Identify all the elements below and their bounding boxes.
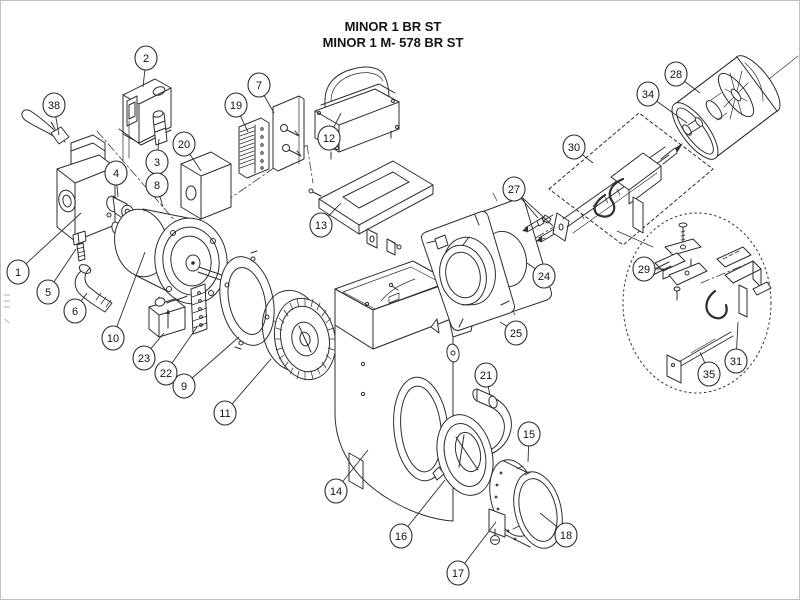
drawing-title: MINOR 1 BR ST MINOR 1 M- 578 BR ST <box>323 19 464 50</box>
blast-tube <box>671 55 781 160</box>
burner-housing <box>334 260 478 522</box>
svg-text:14: 14 <box>330 486 342 498</box>
callout-29: 29 <box>632 256 667 282</box>
margin-marks <box>3 294 11 324</box>
callout-30: 30 <box>562 134 594 164</box>
callout-25: 25 <box>499 320 528 346</box>
callout-16: 16 <box>389 479 446 549</box>
callout-4: 4 <box>104 160 128 198</box>
mounting-plate <box>308 160 434 256</box>
pump-cable <box>21 109 70 145</box>
electrode-detail-view <box>616 212 772 394</box>
burner-flange <box>421 211 515 334</box>
callout-13: 13 <box>309 202 342 238</box>
svg-text:23: 23 <box>138 353 150 365</box>
svg-text:5: 5 <box>45 287 51 299</box>
callout-14: 14 <box>324 449 369 504</box>
callout-layer: 1234567891011121314151617181920212223242… <box>6 45 748 586</box>
svg-text:18: 18 <box>560 530 572 542</box>
drum-clamp <box>488 508 506 545</box>
callout-17: 17 <box>446 521 497 586</box>
nozzle-assembly <box>536 112 714 246</box>
svg-text:3: 3 <box>154 157 160 169</box>
svg-text:30: 30 <box>568 142 580 154</box>
callout-34: 34 <box>636 81 688 124</box>
callout-12: 12 <box>317 112 342 151</box>
callout-18: 18 <box>539 512 578 548</box>
callout-28: 28 <box>664 61 701 94</box>
svg-text:11: 11 <box>219 408 230 420</box>
photocell-and-tube <box>472 388 512 454</box>
title-line-2: MINOR 1 M- 578 BR ST <box>323 35 464 50</box>
svg-text:7: 7 <box>256 80 262 92</box>
mounting-bracket-plate <box>272 95 305 172</box>
svg-text:31: 31 <box>730 356 742 368</box>
callout-21: 21 <box>474 362 498 396</box>
callout-35: 35 <box>697 351 721 387</box>
fan-wheel <box>261 289 337 381</box>
svg-text:16: 16 <box>395 531 407 543</box>
svg-text:8: 8 <box>154 180 160 192</box>
terminal-strip <box>154 283 208 335</box>
svg-text:25: 25 <box>510 328 522 340</box>
svg-text:38: 38 <box>48 100 60 112</box>
svg-text:13: 13 <box>315 220 327 232</box>
svg-text:6: 6 <box>72 306 78 318</box>
callout-6: 6 <box>63 292 88 324</box>
svg-text:19: 19 <box>230 100 242 112</box>
callout-2: 2 <box>134 45 158 88</box>
callout-20: 20 <box>172 131 202 172</box>
callout-23: 23 <box>132 332 165 371</box>
svg-text:17: 17 <box>452 568 464 580</box>
callout-31: 31 <box>724 321 748 374</box>
callout-24: 24 <box>526 262 556 289</box>
callout-15: 15 <box>517 421 541 463</box>
callout-8: 8 <box>145 172 169 208</box>
nipple-fitting <box>72 230 87 262</box>
svg-text:12: 12 <box>323 133 335 145</box>
capacitor-box <box>180 151 232 220</box>
svg-text:29: 29 <box>638 264 650 276</box>
air-regulation-ring <box>432 414 494 496</box>
junction-box <box>148 298 186 338</box>
svg-text:27: 27 <box>508 184 520 196</box>
callout-3: 3 <box>145 138 169 175</box>
svg-text:10: 10 <box>107 333 119 345</box>
callout-5: 5 <box>36 248 77 305</box>
svg-text:15: 15 <box>523 429 535 441</box>
callout-27: 27 <box>502 176 554 227</box>
svg-text:4: 4 <box>113 168 119 180</box>
svg-text:1: 1 <box>15 267 21 279</box>
callout-19: 19 <box>224 92 249 133</box>
title-line-1: MINOR 1 BR ST <box>345 19 442 34</box>
svg-text:35: 35 <box>703 369 715 381</box>
callout-38: 38 <box>42 92 66 136</box>
callout-22: 22 <box>154 326 198 386</box>
svg-text:20: 20 <box>178 139 190 151</box>
svg-text:22: 22 <box>160 368 172 380</box>
callout-1: 1 <box>6 212 82 285</box>
elbow-fitting <box>74 264 113 313</box>
callout-9: 9 <box>172 336 240 399</box>
motor-gasket-ring <box>219 250 275 350</box>
svg-text:34: 34 <box>642 89 654 101</box>
valve-stem <box>152 110 168 146</box>
pump-body <box>56 134 116 242</box>
svg-text:24: 24 <box>538 271 550 283</box>
callout-10: 10 <box>101 251 146 351</box>
svg-text:2: 2 <box>143 53 149 65</box>
svg-text:9: 9 <box>181 381 187 393</box>
svg-text:21: 21 <box>480 370 492 382</box>
svg-text:28: 28 <box>670 69 682 81</box>
callout-7: 7 <box>247 72 275 114</box>
line-art <box>3 55 799 549</box>
terminal-block <box>238 117 270 179</box>
callout-11: 11 <box>213 358 272 426</box>
